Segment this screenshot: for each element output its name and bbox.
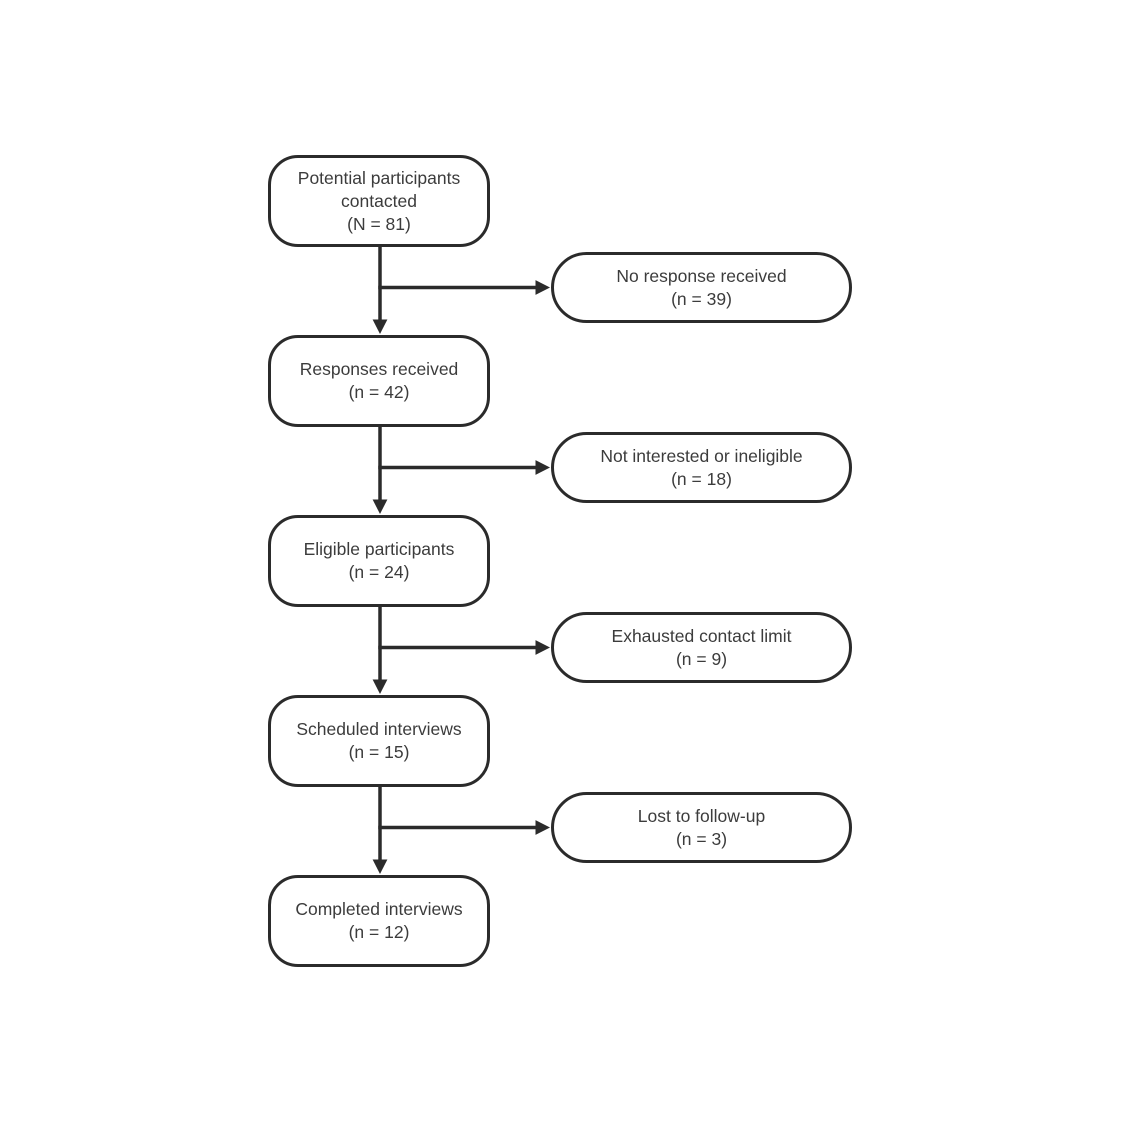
node-count: (n = 18) xyxy=(671,468,732,489)
connector-3 xyxy=(372,607,550,694)
node-count: (n = 12) xyxy=(348,922,410,942)
down-arrowhead-icon xyxy=(372,499,388,514)
right-arrowhead-icon xyxy=(535,640,550,655)
node-label: Lost to follow-up xyxy=(637,805,766,826)
node-label: Eligible participants xyxy=(303,539,455,559)
node-count: (n = 9) xyxy=(675,648,728,669)
node-label: Scheduled interviews xyxy=(296,719,462,739)
node-count: (n = 39) xyxy=(671,288,732,309)
flow-node-no-response: No response received (n = 39) xyxy=(551,252,852,323)
node-label: Potential participants contacted xyxy=(297,167,461,211)
connector-4 xyxy=(372,787,550,874)
flow-node-scheduled-interviews: Scheduled interviews (n = 15) xyxy=(268,695,490,787)
node-label: Completed interviews xyxy=(295,899,463,919)
flow-node-exhausted-contact-limit: Exhausted contact limit (n = 9) xyxy=(551,612,852,683)
node-label: Exhausted contact limit xyxy=(611,625,792,646)
down-arrowhead-icon xyxy=(372,319,388,334)
right-arrowhead-icon xyxy=(535,460,550,475)
flow-node-not-interested-ineligible: Not interested or ineligible (n = 18) xyxy=(551,432,852,503)
node-count: (n = 42) xyxy=(348,382,410,402)
flow-node-potential-participants: Potential participants contacted (N = 81… xyxy=(268,155,490,247)
node-label: Responses received xyxy=(299,359,459,379)
node-label: No response received xyxy=(616,265,787,286)
down-arrowhead-icon xyxy=(372,679,388,694)
connector-1 xyxy=(372,247,550,334)
down-arrowhead-icon xyxy=(372,859,388,874)
right-arrowhead-icon xyxy=(535,820,550,835)
flow-node-eligible-participants: Eligible participants (n = 24) xyxy=(268,515,490,607)
node-count: (n = 15) xyxy=(348,742,410,762)
connector-2 xyxy=(372,427,550,514)
node-count: (n = 3) xyxy=(675,828,728,849)
node-count: (N = 81) xyxy=(347,213,411,234)
flow-node-lost-to-follow-up: Lost to follow-up (n = 3) xyxy=(551,792,852,863)
right-arrowhead-icon xyxy=(535,280,550,295)
node-count: (n = 24) xyxy=(348,562,410,582)
flow-node-responses-received: Responses received (n = 42) xyxy=(268,335,490,427)
flow-node-completed-interviews: Completed interviews (n = 12) xyxy=(268,875,490,967)
node-label: Not interested or ineligible xyxy=(600,445,803,466)
